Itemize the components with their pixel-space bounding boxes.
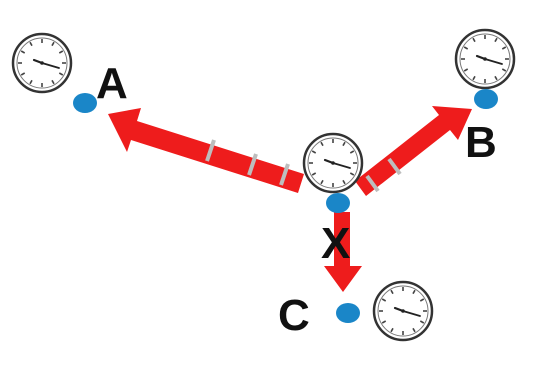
node-a [73, 93, 97, 113]
node-label-x: X [321, 219, 350, 268]
arrow-x-to-b [355, 106, 472, 196]
node-b [474, 89, 498, 109]
arrow-x-to-a [108, 108, 304, 193]
clock-icon [11, 32, 73, 94]
clock-icon [302, 132, 364, 194]
clock-icon [372, 280, 434, 342]
clock-icon [454, 28, 516, 90]
node-label-b: B [465, 118, 497, 167]
node-label-a: A [96, 59, 128, 108]
node-c [336, 303, 360, 323]
node-x [326, 193, 350, 213]
node-label-c: C [278, 291, 310, 340]
arrow-x-to-c [324, 212, 362, 292]
